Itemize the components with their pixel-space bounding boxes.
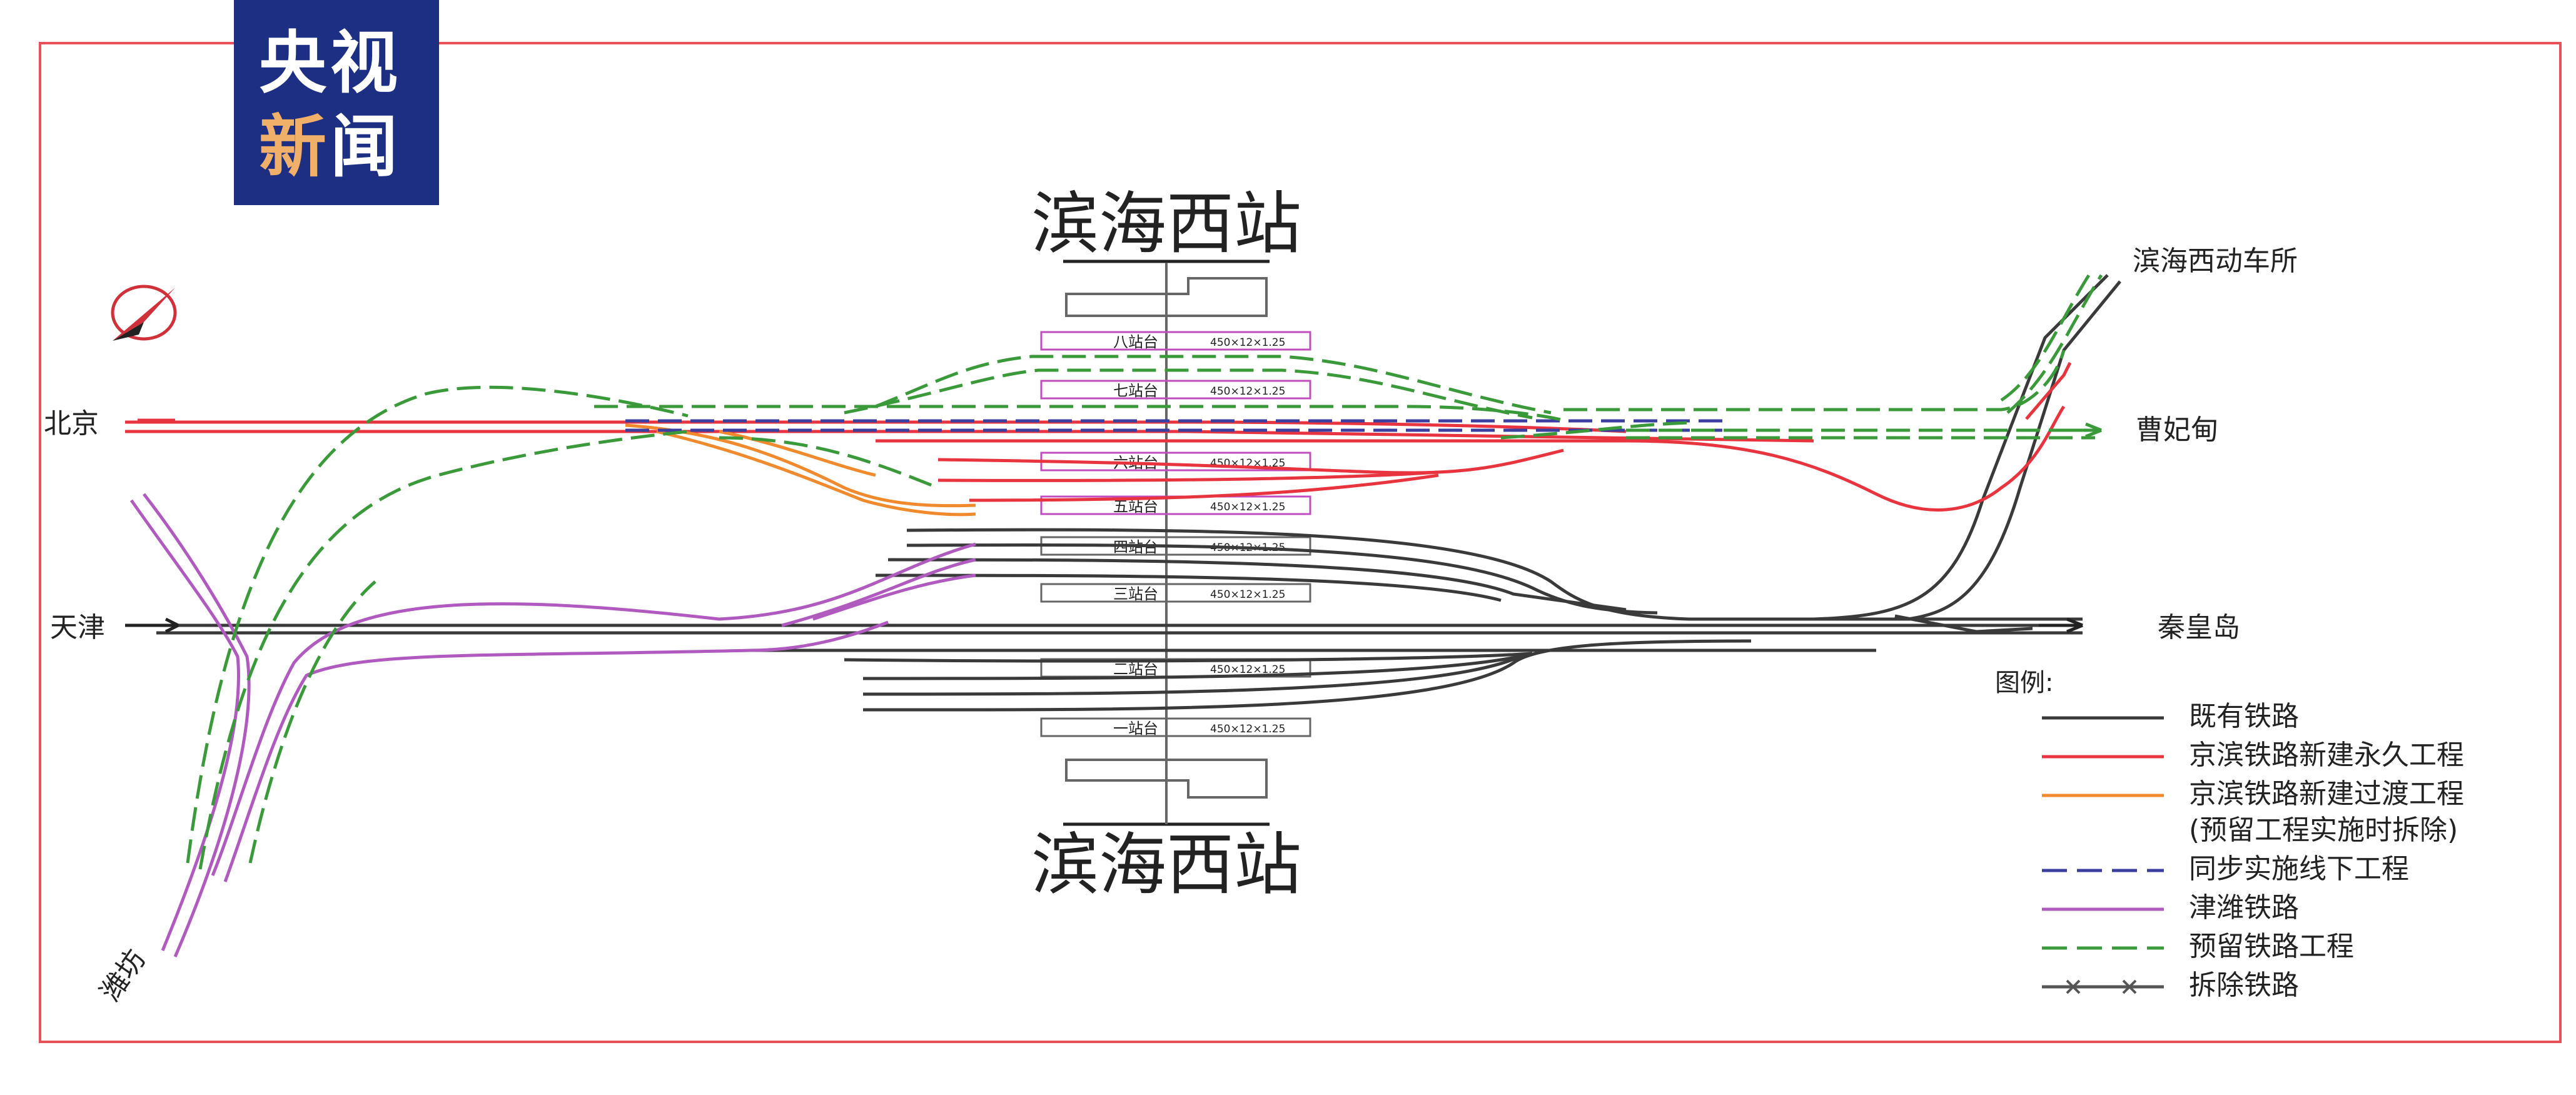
station-building-bottom [1065,759,1268,799]
logo-line2-a: 新 [259,108,331,186]
station-title-bottom: 滨海西站 [1031,826,1301,904]
legend-label: 津潍铁路 [2189,892,2299,924]
legend-label: 京滨铁路新建过渡工程 [2189,778,2464,810]
platform-8: 一站台 450×12×1.25 [1040,717,1311,737]
place-caofeidian: 曹妃甸 [2136,414,2218,446]
place-weifang: 潍坊 [94,944,152,1007]
platform-size: 450×12×1.25 [1210,723,1285,735]
station-title-top: 滨海西站 [1031,185,1301,263]
platform-name: 三站台 [1113,585,1158,603]
platform-size: 450×12×1.25 [1210,588,1285,601]
legend-label: 既有铁路 [2189,700,2299,732]
jinwei-railway-lines [129,493,976,957]
platform-name: 五站台 [1113,498,1158,515]
platform-size: 450×12×1.25 [1210,385,1285,398]
legend-item-6: 预留铁路工程 [2042,931,2354,962]
logo-line2: 新闻 [259,114,402,181]
legend-label-note: (预留工程实施时拆除) [2189,814,2458,846]
legend-label: 拆除铁路 [2189,969,2299,1001]
place-beijing: 北京 [44,408,99,440]
legend-item-3: 京滨铁路新建过渡工程 (预留工程实施时拆除) [2042,778,2464,846]
legend-label: 同步实施线下工程 [2189,853,2409,885]
diagram-frame [39,42,2562,1043]
transition-railway-lines [625,423,976,517]
existing-railway-lines [156,274,2121,712]
place-tianjin: 天津 [50,612,105,643]
legend-title: 图例: [1995,669,2053,697]
platform-1: 八站台 450×12×1.25 [1040,331,1311,351]
reserved-railway-lines [186,274,2103,870]
legend-label: 京滨铁路新建永久工程 [2189,739,2464,771]
logo-line2-b: 闻 [330,108,402,186]
legend-label: 预留铁路工程 [2189,931,2354,962]
platform-6: 三站台 450×12×1.25 [1040,583,1311,603]
platform-name: 七站台 [1113,382,1158,400]
place-depot: 滨海西动车所 [2133,245,2298,277]
platform-size: 450×12×1.25 [1210,501,1285,513]
legend-item-4: 同步实施线下工程 [2042,853,2409,885]
platform-2: 七站台 450×12×1.25 [1040,380,1311,400]
legend-item-5: 津潍铁路 [2042,892,2299,924]
platform-name: 一站台 [1113,720,1158,737]
legend-item-1: 既有铁路 [2042,700,2299,732]
direction-arrows [125,418,2102,633]
logo-line1: 央视 [259,24,402,103]
platform-size: 450×12×1.25 [1210,336,1285,349]
platform-name: 二站台 [1113,660,1158,678]
legend-item-2: 京滨铁路新建永久工程 [2042,739,2464,771]
place-qinhuangdao: 秦皇岛 [2158,612,2240,643]
platform-name: 八站台 [1113,333,1158,351]
sync-railway-lines [625,419,1726,432]
station-building-top [1065,277,1268,317]
platform-size: 450×12×1.25 [1210,664,1285,676]
north-arrow-icon [111,285,177,341]
cctv-news-logo: 央视 新闻 [234,0,439,205]
legend-item-7: 拆除铁路 [2042,969,2299,1001]
